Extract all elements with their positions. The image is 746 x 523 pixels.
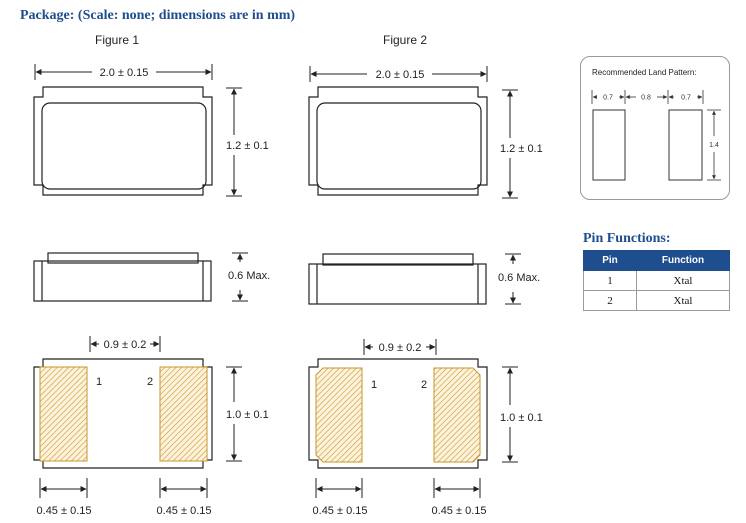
fig2-bottom-view: [308, 358, 488, 469]
fig1-pitch-dimension: [89, 336, 161, 352]
function-cell: Xtal: [636, 290, 730, 311]
land-pad-2: [668, 109, 703, 181]
fig2-width-label: 1.2 ± 0.1: [500, 143, 543, 155]
fig1-side-view: [33, 252, 212, 302]
fig1-top-view: [33, 86, 213, 196]
table-header-row: Pin Function: [583, 250, 730, 271]
table-row: 2 Xtal: [583, 290, 730, 311]
fig1-pin-2-number: 2: [147, 376, 153, 388]
pin-cell: 1: [583, 270, 637, 291]
fig1-pad-width-dimension-2: [159, 478, 208, 498]
fig2-pad-length-dimension: [502, 366, 518, 463]
fig1-pad-length-dimension: [226, 366, 242, 462]
land-pad-height-label: 1.4: [709, 142, 719, 149]
fig1-pad-width-dimension-1: [39, 478, 88, 498]
fig1-length-label: 2.0 ± 0.15: [100, 67, 149, 79]
fig2-height-dimension: [505, 253, 521, 305]
fig2-pad-width-label-1: 0.45 ± 0.15: [313, 505, 368, 517]
pin-functions-title: Pin Functions:: [583, 231, 671, 246]
fig2-pad-2: [433, 367, 481, 463]
land-pad-width-a-label: 0.7: [603, 95, 613, 102]
fig1-pad-2: [159, 366, 208, 462]
fig2-pin-1-number: 1: [371, 379, 377, 391]
fig2-length-dimension: [309, 66, 488, 82]
fig2-pad-width-dimension-2: [433, 478, 481, 498]
table-row: 1 Xtal: [583, 270, 730, 291]
fig1-width-label: 1.2 ± 0.1: [226, 140, 269, 152]
fig1-height-dimension: [232, 252, 248, 302]
fig2-pad-length-label: 1.0 ± 0.1: [500, 412, 543, 424]
fig2-width-dimension: [502, 89, 518, 199]
fig2-pad-width-dimension-1: [315, 478, 363, 498]
fig1-length-dimension: [34, 64, 213, 80]
fig2-pitch-label: 0.9 ± 0.2: [379, 342, 422, 354]
land-gap-label: 0.8: [641, 95, 651, 102]
fig1-pin-1-number: 1: [96, 376, 102, 388]
pin-cell: 2: [583, 290, 637, 311]
fig2-pad-width-label-2: 0.45 ± 0.15: [432, 505, 487, 517]
fig1-pad-length-label: 1.0 ± 0.1: [226, 409, 269, 421]
pin-column-header: Pin: [583, 250, 637, 271]
fig1-pad-width-label-1: 0.45 ± 0.15: [37, 505, 92, 517]
fig2-pad-1: [315, 367, 363, 463]
fig2-top-view: [308, 86, 488, 196]
figure-2-label: Figure 2: [383, 33, 428, 47]
fig2-pitch-dimension: [363, 339, 437, 355]
figure-1-label: Figure 1: [95, 33, 140, 47]
function-column-header: Function: [636, 250, 730, 271]
fig2-pin-2-number: 2: [421, 379, 427, 391]
pin-functions-table: Pin Function 1 Xtal 2 Xtal: [583, 250, 730, 311]
fig1-height-label: 0.6 Max.: [228, 270, 270, 282]
package-title: Package: (Scale: none; dimensions are in…: [20, 8, 296, 23]
fig2-side-view: [308, 253, 487, 305]
land-pad-1: [592, 109, 626, 181]
fig1-pitch-label: 0.9 ± 0.2: [104, 339, 147, 351]
fig1-width-dimension: [226, 87, 242, 197]
fig2-length-label: 2.0 ± 0.15: [376, 69, 425, 81]
land-pad-width-b-label: 0.7: [681, 95, 691, 102]
fig1-pad-1: [39, 366, 88, 462]
fig1-pad-width-label-2: 0.45 ± 0.15: [157, 505, 212, 517]
fig2-height-label: 0.6 Max.: [498, 272, 540, 284]
function-cell: Xtal: [636, 270, 730, 291]
land-pattern-title: Recommended Land Pattern:: [592, 68, 697, 77]
